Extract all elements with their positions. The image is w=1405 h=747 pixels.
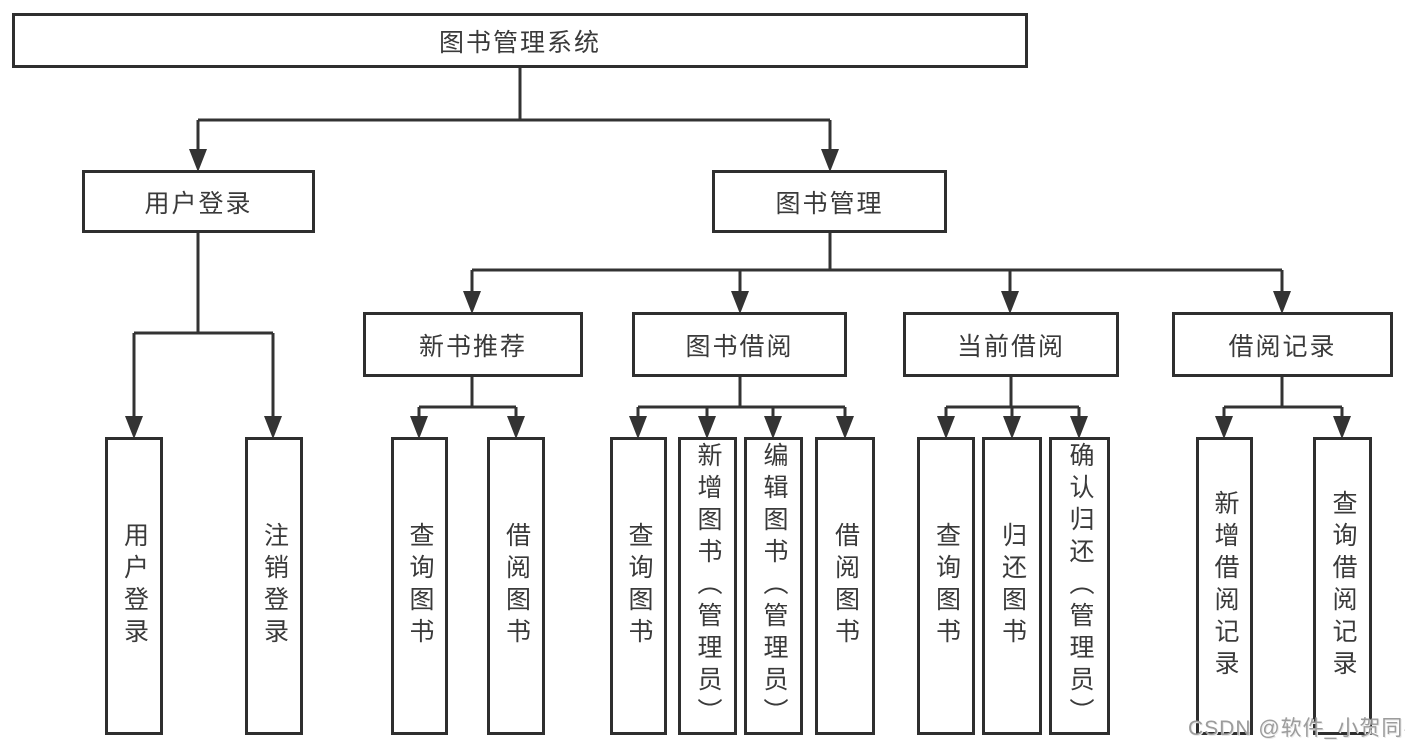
leaf-return-books: 归还图书	[982, 437, 1042, 735]
leaf-query-books-recommend-label: 查询图书	[406, 522, 434, 650]
leaf-query-books-borrowing: 查询图书	[610, 437, 667, 735]
leaf-query-borrow-record: 查询借阅记录	[1313, 437, 1372, 735]
leaf-borrow-books-recommend: 借阅图书	[487, 437, 545, 735]
csdn-watermark: CSDN @软件_小贺同学	[1188, 717, 1405, 740]
node-borrowing-records: 借阅记录	[1172, 312, 1393, 377]
node-root: 图书管理系统	[12, 13, 1028, 68]
leaf-edit-books-admin: 编辑图书（管理员）	[744, 437, 803, 735]
node-user-login-label: 用户登录	[144, 189, 253, 218]
leaf-return-books-label: 归还图书	[998, 522, 1027, 650]
leaf-confirm-return-admin-label: 确认归还（管理员）	[1066, 442, 1094, 730]
node-book-borrowing: 图书借阅	[632, 312, 847, 377]
node-user-login: 用户登录	[82, 170, 315, 233]
node-root-label: 图书管理系统	[438, 28, 601, 57]
leaf-logout: 注销登录	[245, 437, 303, 735]
node-borrowing-records-label: 借阅记录	[1228, 332, 1337, 361]
node-book-management-label: 图书管理	[775, 189, 884, 218]
leaf-borrow-books-borrowing: 借阅图书	[815, 437, 875, 735]
node-new-book-recommend-label: 新书推荐	[418, 332, 527, 361]
leaf-add-borrow-record-label: 新增借阅记录	[1211, 490, 1239, 682]
node-book-borrowing-label: 图书借阅	[685, 332, 794, 361]
leaf-user-login: 用户登录	[105, 437, 163, 735]
node-book-management: 图书管理	[712, 170, 947, 233]
leaf-query-books-borrowing-label: 查询图书	[625, 522, 653, 650]
leaf-add-books-admin: 新增图书（管理员）	[678, 437, 737, 735]
leaf-user-login-label: 用户登录	[120, 522, 149, 650]
leaf-edit-books-admin-label: 编辑图书（管理员）	[760, 442, 788, 730]
leaf-logout-label: 注销登录	[260, 522, 289, 650]
arrowhead-icons	[125, 149, 1351, 439]
node-new-book-recommend: 新书推荐	[363, 312, 583, 377]
node-current-borrowing: 当前借阅	[903, 312, 1119, 377]
leaf-borrow-books-recommend-label: 借阅图书	[502, 522, 531, 650]
leaf-query-books-current: 查询图书	[917, 437, 975, 735]
node-current-borrowing-label: 当前借阅	[956, 332, 1065, 361]
leaf-query-books-current-label: 查询图书	[932, 522, 961, 650]
leaf-confirm-return-admin: 确认归还（管理员）	[1049, 437, 1110, 735]
leaf-add-borrow-record: 新增借阅记录	[1196, 437, 1253, 735]
leaf-query-borrow-record-label: 查询借阅记录	[1329, 490, 1357, 682]
leaf-query-books-recommend: 查询图书	[391, 437, 448, 735]
leaf-add-books-admin-label: 新增图书（管理员）	[694, 442, 722, 730]
leaf-borrow-books-borrowing-label: 借阅图书	[831, 522, 860, 650]
